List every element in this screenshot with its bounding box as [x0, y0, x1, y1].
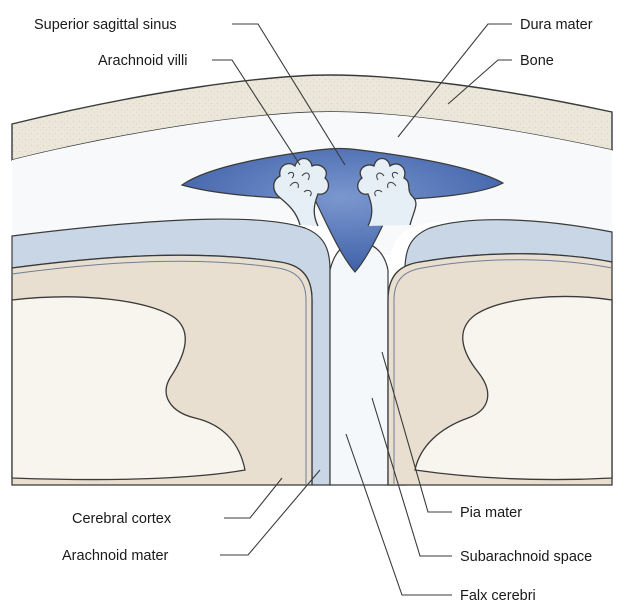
label-dura-mater: Dura mater [520, 17, 593, 33]
label-subarachnoid-space: Subarachnoid space [460, 549, 592, 565]
label-falx-cerebri: Falx cerebri [460, 588, 536, 604]
falx-cerebri [330, 242, 388, 485]
label-cerebral-cortex: Cerebral cortex [72, 511, 172, 527]
label-pia-mater: Pia mater [460, 505, 522, 521]
label-arachnoid-villi: Arachnoid villi [98, 53, 187, 69]
label-superior-sagittal-sinus: Superior sagittal sinus [34, 17, 177, 33]
label-bone: Bone [520, 53, 554, 69]
label-arachnoid-mater: Arachnoid mater [62, 548, 169, 564]
